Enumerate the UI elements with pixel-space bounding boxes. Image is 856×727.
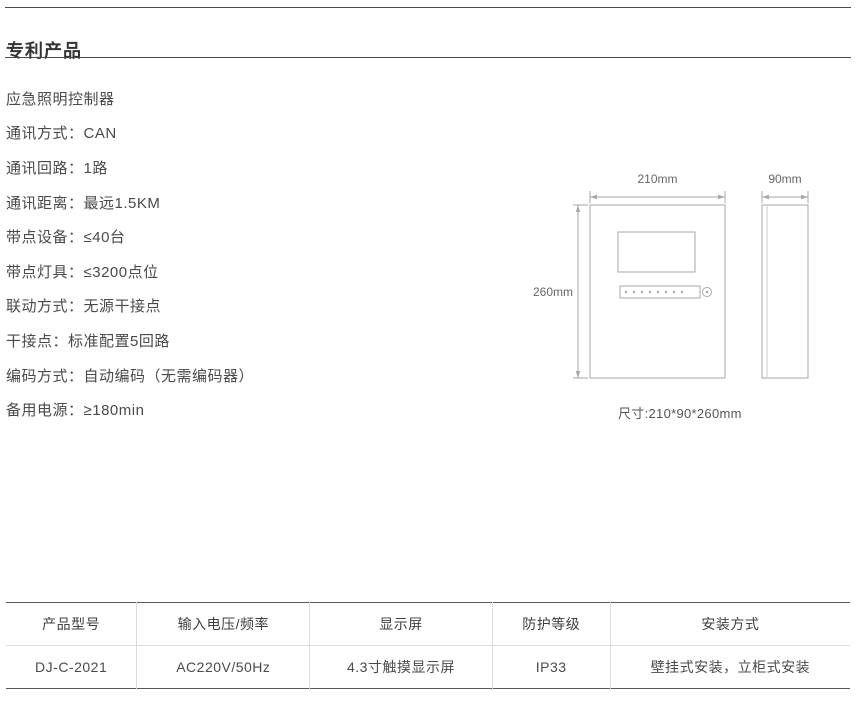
cell-input-voltage: AC220V/50Hz [136,645,310,689]
dimension-caption: 尺寸:210*90*260mm [618,406,742,421]
lock-knob-center [705,290,709,294]
depth-arrow-right [801,194,808,200]
spec-list: 应急照明控制器 通讯方式：CAN 通讯回路：1路 通讯距离：最远1.5KM 带点… [6,81,254,427]
title-divider [5,57,851,58]
page-title: 专利产品 [6,41,82,62]
height-arrow-bottom [575,371,581,378]
product-spec-table: 产品型号 输入电压/频率 显示屏 防护等级 安装方式 DJ-C-2021 AC2… [6,602,850,689]
width-dimension-label: 210mm [637,172,678,186]
table-row: DJ-C-2021 AC220V/50Hz 4.3寸触摸显示屏 IP33 壁挂式… [6,645,850,689]
width-dimension-lines [589,191,726,203]
cell-display: 4.3寸触摸显示屏 [309,645,493,689]
device-drawing-canvas [573,191,809,379]
product-spec-table-wrap: 产品型号 输入电压/频率 显示屏 防护等级 安装方式 DJ-C-2021 AC2… [6,602,850,689]
spec-line-lamps: 带点灯具：≤3200点位 [6,263,159,281]
spec-line-dry-contact: 干接点：标准配置5回路 [6,332,170,350]
col-header-model: 产品型号 [6,602,137,646]
device-dimension-drawing: 210mm 90mm 260mm 尺寸:210*90*260mm [530,168,856,433]
width-arrow-left [590,194,597,200]
indicator-dots [624,290,684,294]
spec-line-product: 应急照明控制器 [6,90,115,108]
col-header-display: 显示屏 [309,602,493,646]
col-header-installation: 安装方式 [609,602,850,646]
width-arrow-right [718,194,725,200]
spec-line-backup-power: 备用电源：≥180min [6,402,145,420]
display-screen [617,231,696,273]
depth-dimension-label: 90mm [768,172,802,186]
spec-line-devices: 带点设备：≤40台 [6,229,126,247]
lock-knob [702,287,712,297]
spec-line-coding: 编码方式：自动编码（无需编码器） [6,367,255,385]
indicator-panel [619,285,701,299]
spec-line-linkage: 联动方式：无源干接点 [6,298,162,316]
top-divider [5,7,851,8]
cell-model: DJ-C-2021 [35,659,108,675]
depth-arrow-left [762,194,769,200]
height-arrow-top [575,205,581,212]
cell-installation: 壁挂式安装，立柜式安装 [609,645,850,689]
cell-protection-rating: IP33 [491,645,611,689]
col-header-protection-rating: 防护等级 [491,602,611,646]
side-view-outline [761,204,809,379]
height-dimension-label: 260mm [532,285,573,299]
height-dimension-lines [573,204,588,379]
spec-line-comm-mode: 通讯方式：CAN [6,125,117,143]
spec-line-comm-distance: 通讯距离：最远1.5KM [6,194,161,212]
table-header-row: 产品型号 输入电压/频率 显示屏 防护等级 安装方式 [6,602,850,646]
col-header-input-voltage: 输入电压/频率 [136,602,310,646]
spec-line-comm-loop: 通讯回路：1路 [6,159,108,177]
